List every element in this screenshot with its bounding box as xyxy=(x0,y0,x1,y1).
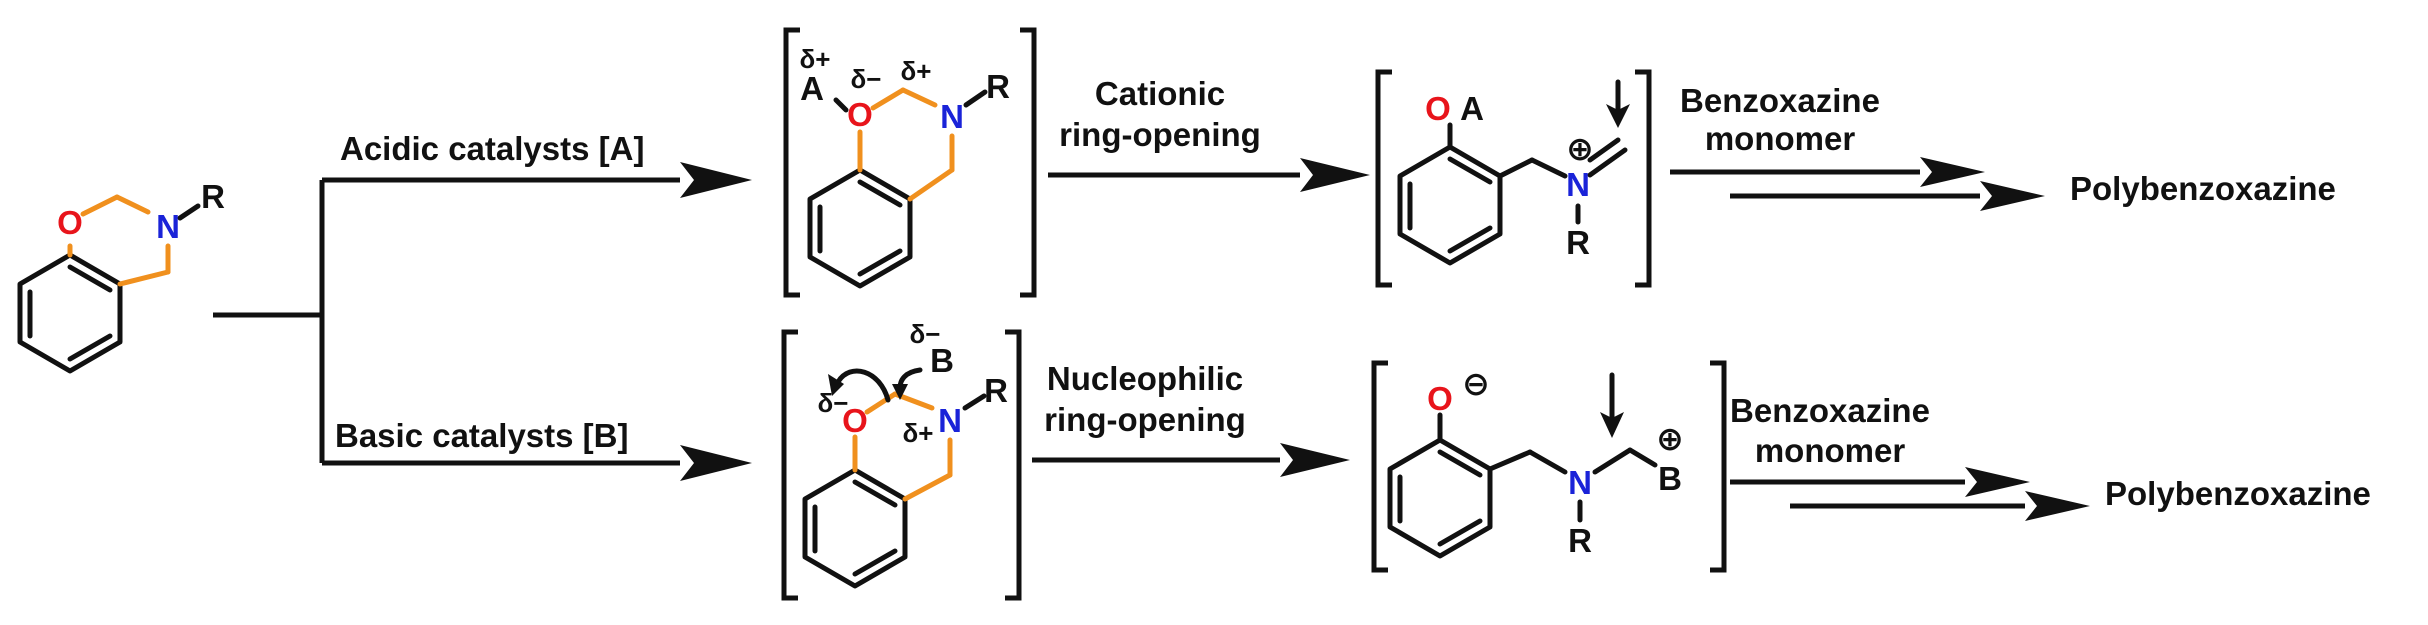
monomer-label-line1: Benzoxazine xyxy=(1680,82,1880,119)
oxygen-atom: O xyxy=(1425,90,1451,127)
base-label: B xyxy=(930,342,954,379)
oxygen-atom: O xyxy=(57,204,83,241)
r-group-label: R xyxy=(201,178,225,215)
basic-catalyst-label: Basic catalysts [B] xyxy=(335,417,628,454)
r-group-label: R xyxy=(984,372,1008,409)
delta-plus-carbon: δ+ xyxy=(903,418,934,448)
nucleophilic-label-line2: ring-opening xyxy=(1044,401,1246,438)
zwitterion-intermediate: O ⊖ N R ⊕ B xyxy=(1371,360,1727,573)
base-complex-intermediate: O N B R δ− δ− δ+ xyxy=(781,319,1022,601)
base-label: B xyxy=(1658,460,1682,497)
negative-charge: ⊖ xyxy=(1462,365,1490,402)
monomer-label-line2: monomer xyxy=(1755,432,1906,469)
oxygen-atom: O xyxy=(847,96,873,133)
benzoxazine-starting-molecule: O N R xyxy=(17,178,225,374)
delta-plus-carbon: δ+ xyxy=(901,56,932,86)
bottom-polymerization-arrows xyxy=(1730,467,2090,521)
iminium-intermediate: O A N ⊕ R xyxy=(1375,69,1652,288)
product-label: Polybenzoxazine xyxy=(2105,475,2371,512)
delta-minus-oxygen: δ− xyxy=(818,388,849,418)
cationic-label-line1: Cationic xyxy=(1095,75,1225,112)
cationic-label-line2: ring-opening xyxy=(1059,116,1261,153)
nitrogen-atom: N xyxy=(1568,464,1592,501)
nitrogen-atom: N xyxy=(940,98,964,135)
acid-label: A xyxy=(800,70,824,107)
monomer-label-line2: monomer xyxy=(1705,120,1856,157)
monomer-label-line1: Benzoxazine xyxy=(1730,392,1930,429)
r-group-label: R xyxy=(1568,522,1592,559)
nitrogen-atom: N xyxy=(156,208,180,245)
oxygen-atom: O xyxy=(842,402,868,439)
delta-minus-base: δ− xyxy=(910,319,941,349)
delta-plus-acid: δ+ xyxy=(800,44,831,74)
nucleophilic-arrow xyxy=(1032,443,1350,477)
branch-connector xyxy=(213,162,752,481)
positive-charge: ⊕ xyxy=(1566,130,1594,167)
acidic-catalyst-label: Acidic catalysts [A] xyxy=(340,130,644,167)
delta-minus-oxygen: δ− xyxy=(851,64,882,94)
positive-charge: ⊕ xyxy=(1656,420,1684,457)
acid-label: A xyxy=(1460,90,1484,127)
nitrogen-atom: N xyxy=(1566,166,1590,203)
oxygen-atom: O xyxy=(1427,380,1453,417)
nitrogen-atom: N xyxy=(938,402,962,439)
top-polymerization-arrows xyxy=(1670,157,2045,211)
nucleophilic-label-line1: Nucleophilic xyxy=(1047,360,1243,397)
r-group-label: R xyxy=(1566,224,1590,261)
acid-complex-intermediate: O N A R δ+ δ− δ+ xyxy=(783,27,1037,298)
product-label: Polybenzoxazine xyxy=(2070,170,2336,207)
cationic-arrow xyxy=(1048,158,1370,192)
r-group-label: R xyxy=(986,68,1010,105)
